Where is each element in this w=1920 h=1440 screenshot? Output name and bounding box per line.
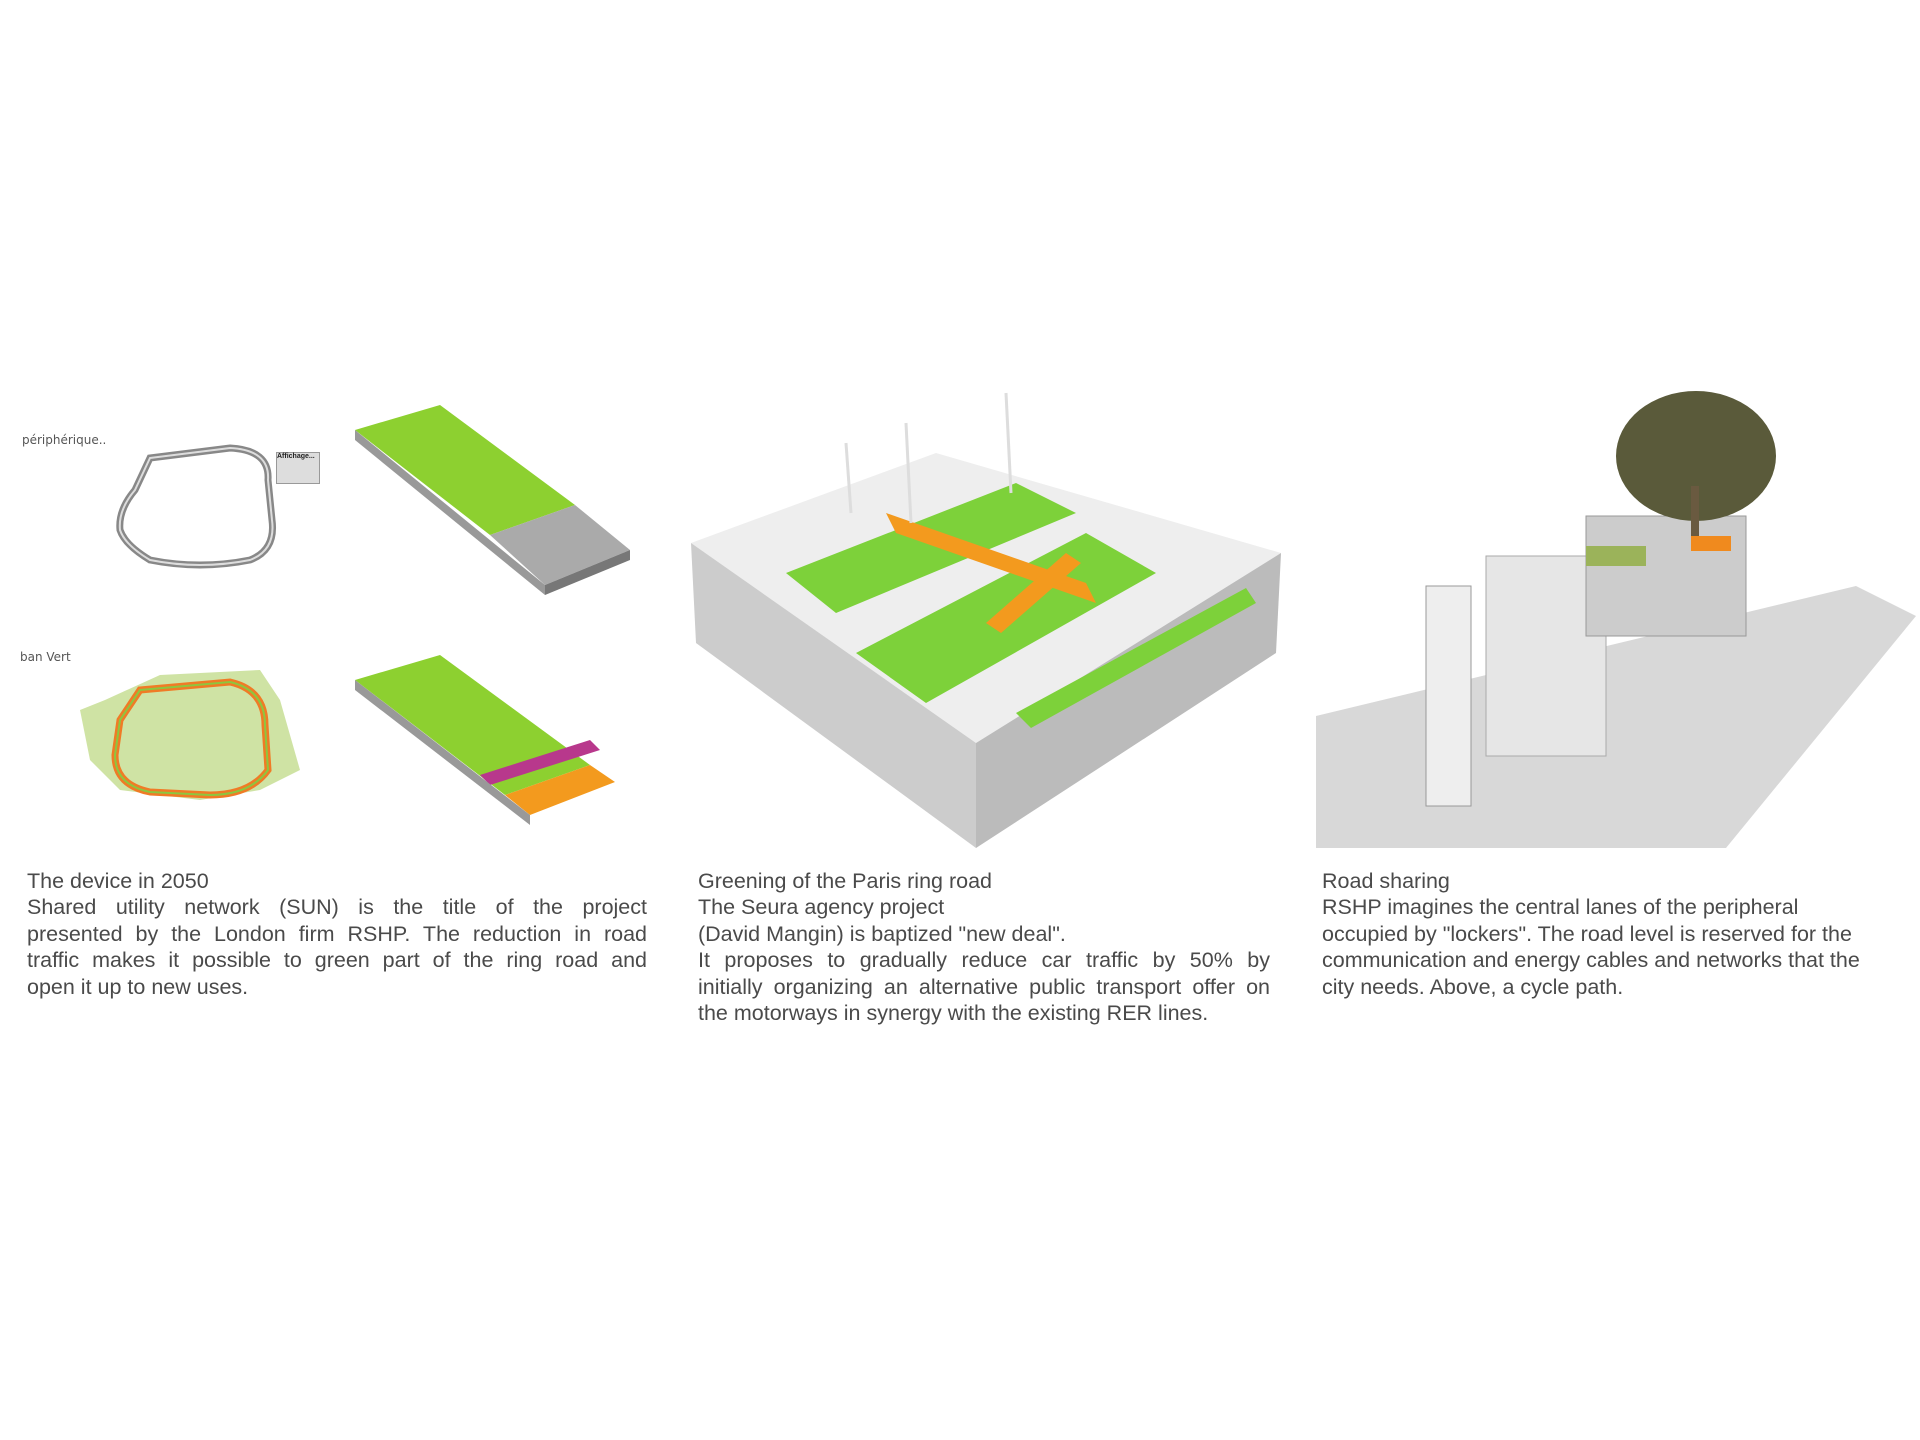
- caption-line: the motorways in synergy with the existi…: [698, 1001, 1209, 1026]
- caption-line: initially organizing an alternative publ…: [698, 974, 1270, 999]
- caption-greening: Greening of the Paris ring road The Seur…: [698, 868, 1270, 1026]
- road-sharing-model: [1316, 391, 1916, 848]
- caption-line: occupied by "lockers". The road level is…: [1322, 921, 1852, 946]
- affichage-toolbar: Affichage...: [276, 452, 320, 484]
- greening-model: [691, 392, 1281, 848]
- label-peripherique: périphérique..: [22, 433, 107, 447]
- toolbar-title: Affichage...: [277, 453, 315, 460]
- block-diagram-future: [355, 655, 615, 825]
- caption-line: open it up to new uses.: [27, 974, 249, 999]
- rshp-model-image: [1316, 386, 1916, 848]
- ring-illustrations: [80, 405, 630, 825]
- caption-line: Shared utility network (SUN) is the titl…: [27, 895, 647, 920]
- caption-line: city needs. Above, a cycle path.: [1322, 974, 1624, 999]
- ring-road-grey: [116, 444, 277, 569]
- caption-title: The device in 2050: [27, 869, 209, 893]
- caption-line: (David Mangin) is baptized "new deal".: [698, 921, 1066, 946]
- caption-title: Greening of the Paris ring road: [698, 869, 992, 893]
- ring-road-diagrams: périphérique.. ban Vert Affichage...: [0, 370, 680, 850]
- label-ban-vert: ban Vert: [20, 650, 71, 664]
- caption-line: It proposes to gradually reduce car traf…: [698, 948, 1270, 973]
- caption-line: traffic makes it possible to green part …: [27, 948, 647, 973]
- caption-line: RSHP imagines the central lanes of the p…: [1322, 895, 1799, 920]
- seura-model-image: [686, 373, 1286, 853]
- caption-line: The Seura agency project: [698, 895, 945, 920]
- caption-line: presented by the London firm RSHP. The r…: [27, 921, 647, 946]
- caption-line: communication and energy cables and netw…: [1322, 948, 1860, 973]
- block-diagram-current: [355, 405, 630, 595]
- caption-road-sharing: Road sharing RSHP imagines the central l…: [1322, 868, 1892, 1000]
- caption-device-2050: The device in 2050 Shared utility networ…: [27, 868, 647, 1000]
- caption-title: Road sharing: [1322, 869, 1450, 893]
